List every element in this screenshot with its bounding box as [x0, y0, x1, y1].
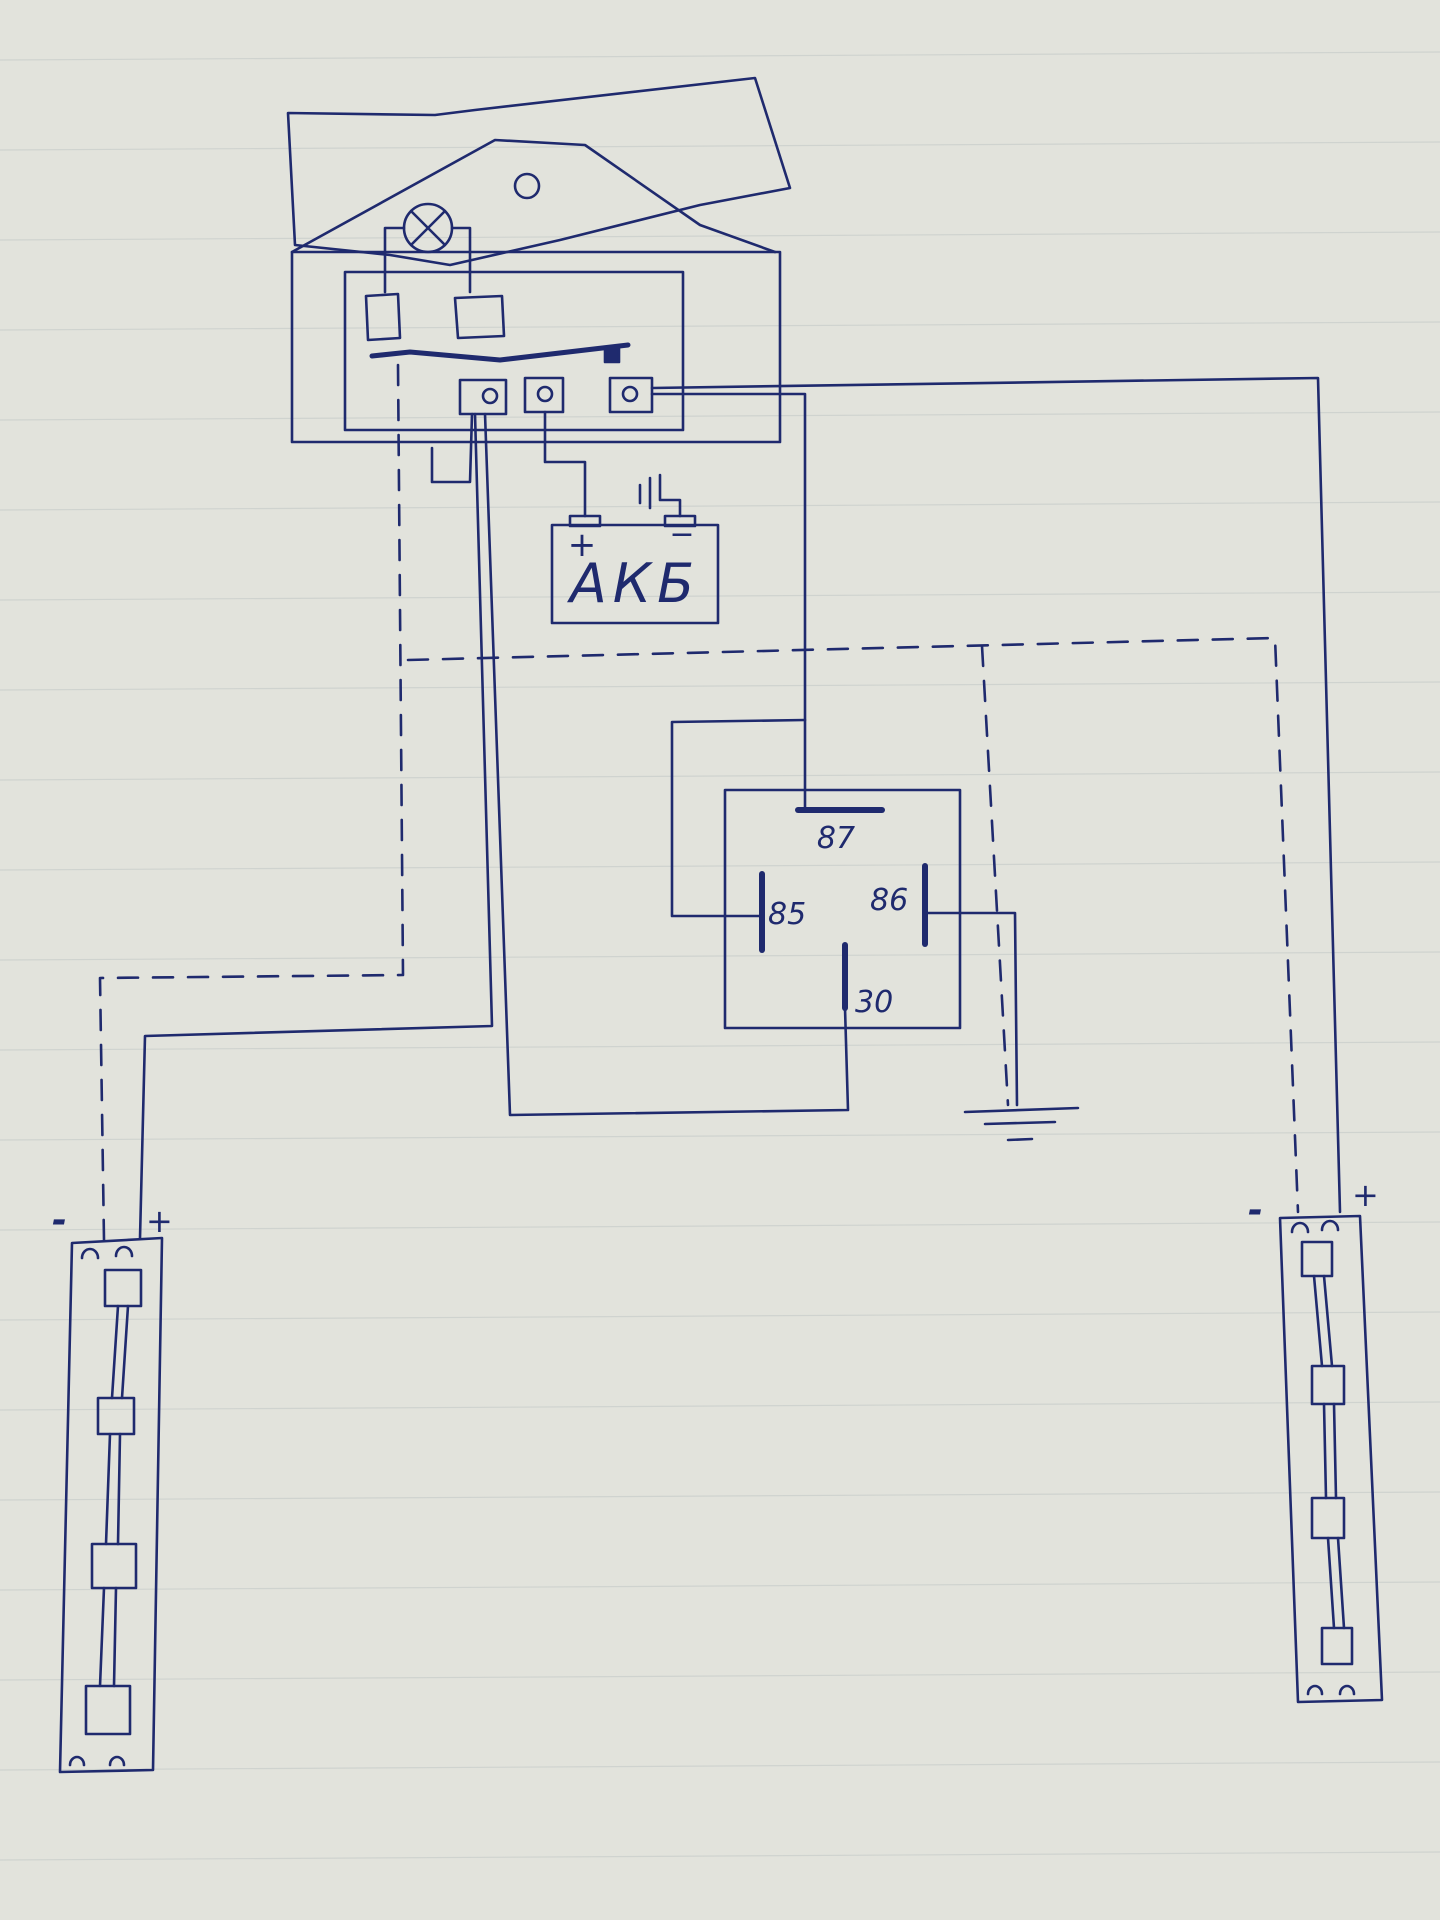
wire-switch-right-to-right-strip-plus — [650, 376, 1342, 1214]
relay — [723, 788, 962, 1030]
switch-contact-dot — [603, 346, 621, 364]
right-strip-plus-label: + — [1352, 1176, 1379, 1214]
switch-housing-roof — [290, 138, 777, 254]
relay-body — [723, 788, 962, 1030]
dashed-switch-to-left-strip-minus — [98, 363, 405, 1242]
relay-pin-87-label: 87 — [817, 821, 855, 856]
left-strip-plus-label: + — [146, 1202, 173, 1240]
dashed-bus — [406, 636, 1300, 1214]
switch-contact-upper-left — [364, 292, 402, 342]
switch-contact-upper-right — [453, 294, 506, 340]
led-traces — [1312, 1274, 1346, 1630]
wire-switch-right-to-pin87 — [650, 392, 807, 812]
led-chip — [1310, 1496, 1346, 1540]
led-traces — [98, 1304, 130, 1688]
relay-pin-86-label: 86 — [870, 883, 908, 918]
switch-terminal-left — [458, 378, 508, 416]
led-chip — [1320, 1626, 1354, 1666]
lamp-cross-icon — [402, 202, 454, 254]
led-chip — [96, 1396, 136, 1436]
switch-terminal-right — [608, 376, 654, 414]
led-chip — [90, 1542, 138, 1590]
led-strip-right — [1278, 1214, 1384, 1704]
switch-housing — [290, 250, 782, 444]
led-strip-right-notches — [1290, 1219, 1356, 1696]
battery — [550, 473, 720, 625]
relay-pin-85-label: 85 — [768, 897, 806, 932]
left-strip-minus-label: - — [52, 1200, 67, 1241]
wire-pin87-to-pin85 — [670, 718, 807, 918]
ground-symbol-icon — [963, 1106, 1080, 1142]
wire-pin86-to-ground — [923, 911, 1019, 1107]
lamp-wire-left — [383, 226, 406, 294]
led-chip — [1310, 1364, 1346, 1406]
notebook-rules — [0, 51, 1440, 1861]
battery-minus-sign: − — [669, 517, 694, 552]
switch-o-mark — [513, 172, 541, 200]
dashed-negative-wires — [98, 363, 1300, 1242]
lamp-wire-right — [450, 226, 472, 294]
led-strip-left — [58, 1236, 164, 1774]
right-strip-minus-label: - — [1248, 1190, 1263, 1231]
wire-switch-to-left-strip-plus — [138, 412, 494, 1240]
wire-switch-to-pin30 — [483, 412, 850, 1117]
battery-plus-sign: + — [568, 525, 597, 565]
led-chip — [1300, 1240, 1334, 1278]
relay-pin-30-label: 30 — [855, 985, 893, 1020]
dashed-bus-to-ground — [980, 644, 1010, 1107]
switch-inner-frame — [343, 270, 685, 432]
led-strip-left-notches — [68, 1245, 134, 1767]
wire-switch-loop — [430, 412, 474, 484]
wire-switch-to-battery-plus — [543, 410, 587, 518]
rocker-switch — [286, 76, 792, 444]
battery-label: АКБ — [567, 552, 700, 615]
battery-ground-stub — [658, 473, 682, 518]
switch-contact-bar — [369, 342, 631, 363]
led-chip — [84, 1684, 132, 1736]
led-strip-left-body — [58, 1236, 164, 1774]
switch-terminal-middle — [523, 376, 565, 414]
led-strip-right-body — [1278, 1214, 1384, 1704]
battery-body — [550, 523, 720, 625]
led-chip — [103, 1268, 143, 1308]
